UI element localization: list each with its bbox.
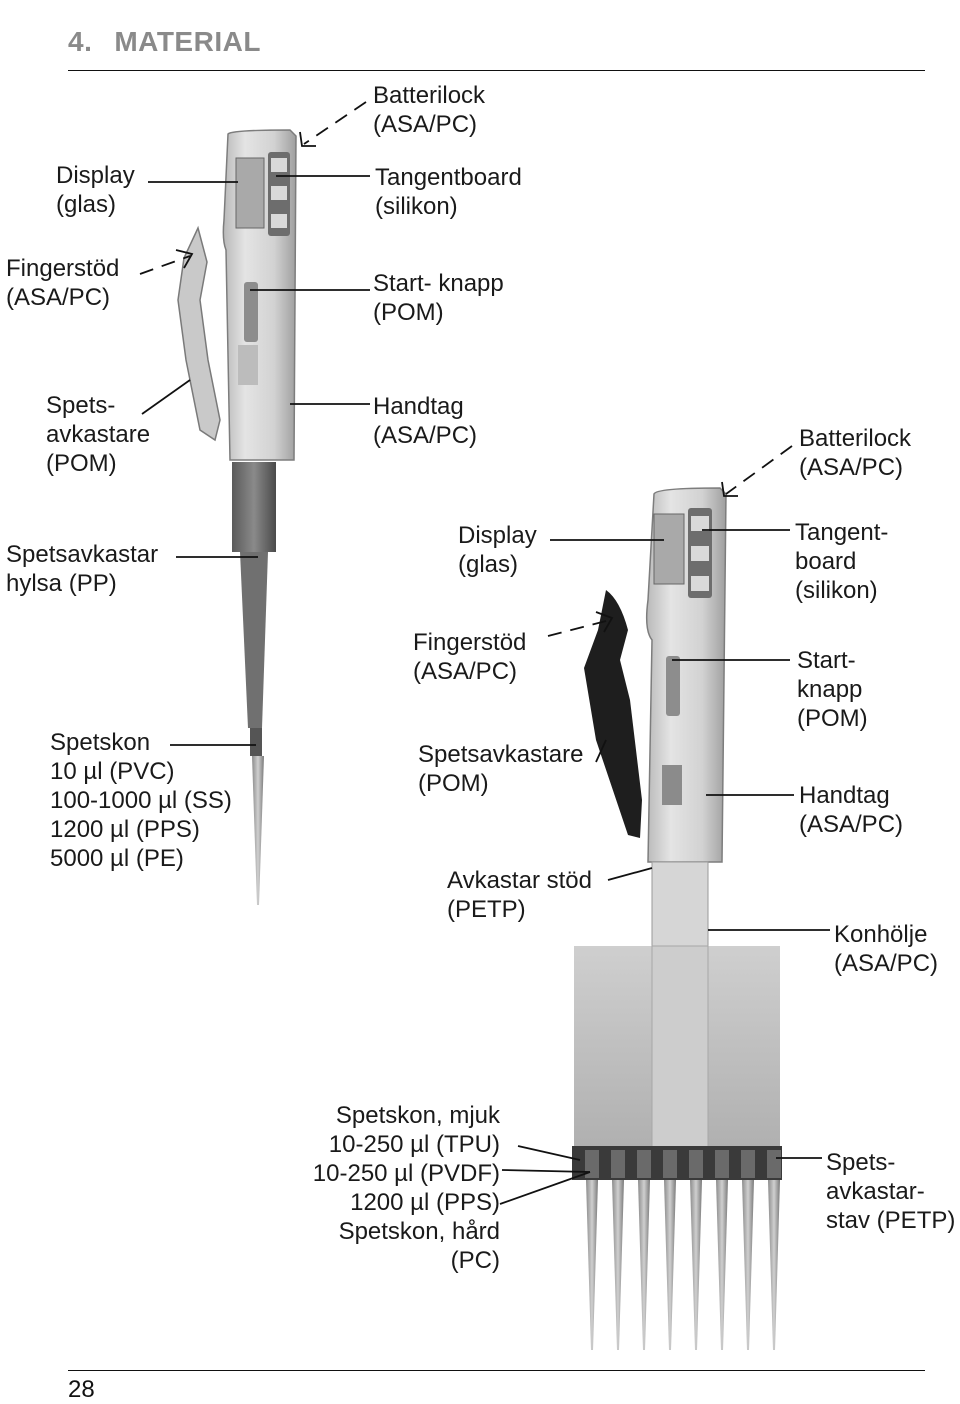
tip-cone xyxy=(240,552,268,728)
label-display-single: Display(glas) xyxy=(56,162,135,218)
finger-rest xyxy=(177,225,221,442)
label-tangentboard-multi: Tangent-board(silikon) xyxy=(795,519,889,604)
bottom-rule xyxy=(68,1370,925,1371)
tips xyxy=(586,1180,780,1350)
tip xyxy=(252,756,264,905)
label-batterilock-multi: Batterilock(ASA/PC) xyxy=(799,425,912,481)
leader-batterilock xyxy=(725,445,793,495)
section-number: 4. xyxy=(68,26,93,57)
leader-lines-single xyxy=(139,101,370,746)
arrowhead xyxy=(721,481,738,497)
label-konholje-multi: Konhölje(ASA/PC) xyxy=(834,921,939,977)
label-start-knapp-single: Start- knapp(POM) xyxy=(373,270,504,326)
leader-spetskon-1 xyxy=(517,1145,581,1161)
label-fingerstod-single: Fingerstöd(ASA/PC) xyxy=(6,255,120,311)
leader-fingerstod xyxy=(547,619,611,637)
leader-avkastar-stod xyxy=(607,867,653,881)
label-plate xyxy=(662,765,682,805)
key xyxy=(271,158,287,172)
ejector-support-front xyxy=(651,945,709,1149)
label-spetsavkastare-single: Spets-avkastare(POM) xyxy=(46,392,151,477)
display-window xyxy=(235,157,265,229)
tip-collar xyxy=(250,728,262,756)
label-startknapp-multi: Start-knapp(POM) xyxy=(797,647,868,732)
page-number: 28 xyxy=(68,1376,95,1403)
leader-lines-multi xyxy=(499,445,830,1205)
label-batterilock-single: Batterilock(ASA/PC) xyxy=(373,82,486,138)
label-plate xyxy=(238,345,258,385)
arrowhead xyxy=(595,611,614,633)
key xyxy=(271,214,287,228)
label-handtag-multi: Handtag(ASA/PC) xyxy=(799,782,904,838)
label-tangentboard-single: Tangentboard(silikon) xyxy=(375,164,522,220)
label-handtag-single: Handtag(ASA/PC) xyxy=(373,393,478,449)
tip-ejector-sleeve xyxy=(232,462,276,552)
tip-cones xyxy=(585,1150,781,1178)
leader-batterilock xyxy=(303,101,367,145)
leader-fingerstod xyxy=(139,255,191,275)
leader-spetskon-3 xyxy=(499,1171,591,1205)
top-rule xyxy=(68,70,925,71)
section-heading: 4. MATERIAL xyxy=(68,26,261,58)
label-fingerstod-multi: Fingerstöd(ASA/PC) xyxy=(413,629,527,685)
label-spetsavkastare-multi: Spetsavkastare(POM) xyxy=(418,741,584,797)
start-button xyxy=(244,282,258,342)
arrowhead xyxy=(175,249,194,269)
leader-spetsavkastare xyxy=(595,739,607,763)
key xyxy=(691,546,709,561)
section-title: MATERIAL xyxy=(114,26,261,57)
leader-spetskon-2 xyxy=(501,1169,591,1173)
key xyxy=(691,516,709,531)
single-channel-pipette xyxy=(177,129,297,905)
arrowhead xyxy=(299,131,316,147)
leader-spetsavkastare xyxy=(141,379,191,415)
label-display-multi: Display(glas) xyxy=(458,522,537,578)
multi-channel-pipette xyxy=(572,487,782,1350)
display-window xyxy=(653,513,685,585)
key xyxy=(691,576,709,591)
finger-rest xyxy=(584,590,642,838)
start-button xyxy=(666,656,680,716)
label-avkastar-stod-multi: Avkastar stöd(PETP) xyxy=(447,867,592,923)
key xyxy=(271,186,287,200)
label-spetsavkastarstav-multi: Spets-avkastar-stav (PETP) xyxy=(826,1149,956,1234)
